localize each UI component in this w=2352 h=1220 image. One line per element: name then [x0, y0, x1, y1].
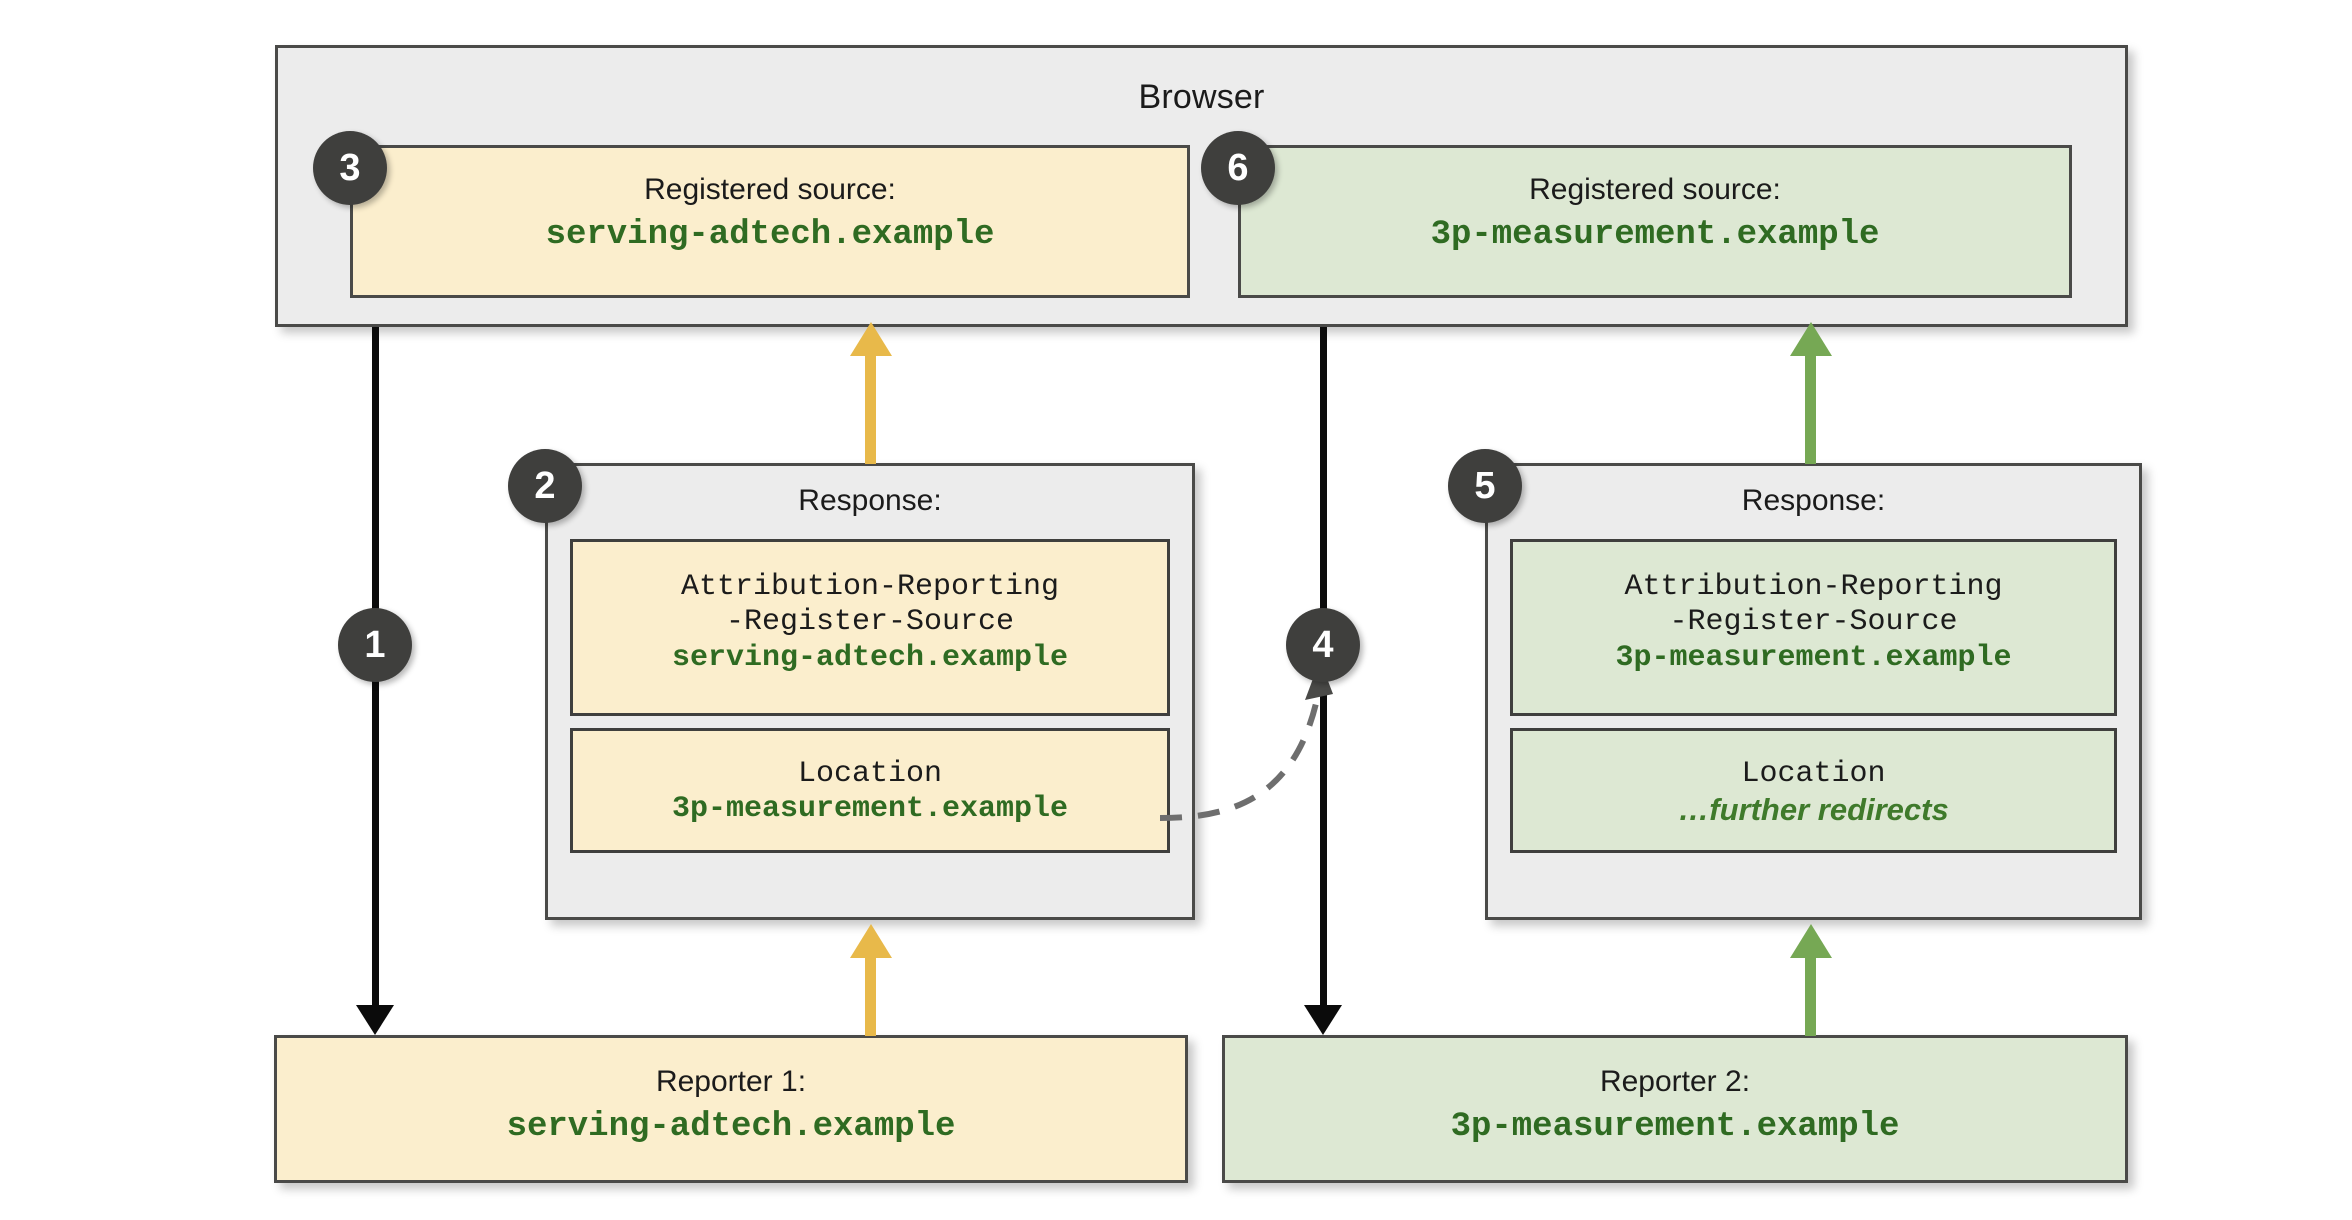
response-right-field-1: Location …further redirects: [1510, 728, 2117, 853]
gold-arrow-upper-shaft: [865, 356, 876, 464]
gold-arrow-lower-shaft: [865, 958, 876, 1036]
reporter-1-box: Reporter 1: serving-adtech.example: [274, 1035, 1188, 1183]
reporter-1-value: serving-adtech.example: [506, 1108, 956, 1147]
response-right-field-1-value: …further redirects: [1678, 792, 1949, 828]
gold-arrow-lower-head: [850, 924, 892, 958]
reporter-2-box: Reporter 2: 3p-measurement.example: [1222, 1035, 2128, 1183]
step-badge-5: 5: [1448, 449, 1522, 523]
response-left-field-0: Attribution-Reporting -Register-Source s…: [570, 539, 1170, 716]
reporter-2-header: Reporter 2:: [1599, 1065, 1751, 1098]
response-right-header: Response:: [1741, 484, 1886, 517]
green-arrow-lower-shaft: [1805, 958, 1816, 1036]
step-badge-1: 1: [338, 608, 412, 682]
response-left-field-0-name-line2: -Register-Source: [725, 605, 1015, 640]
connector-step-1-arrowhead: [356, 1005, 394, 1035]
response-left-field-0-name-line1: Attribution-Reporting: [680, 570, 1060, 604]
response-left-box: Response: Attribution-Reporting -Registe…: [545, 463, 1195, 920]
response-left-field-0-value: serving-adtech.example: [671, 640, 1069, 675]
reporter-1-header: Reporter 1:: [655, 1065, 807, 1098]
registered-source-right-value: 3p-measurement.example: [1430, 216, 1880, 255]
gold-arrow-upper-head: [850, 322, 892, 356]
response-left-header: Response:: [798, 484, 942, 517]
response-right-field-0-name-line2: -Register-Source: [1669, 605, 1958, 640]
registered-source-left-header: Registered source:: [644, 173, 896, 206]
response-left-field-1-name-line1: Location: [797, 757, 943, 791]
green-arrow-lower-head: [1790, 924, 1832, 958]
registered-source-right-box: Registered source: 3p-measurement.exampl…: [1238, 145, 2072, 298]
registered-source-left-value: serving-adtech.example: [545, 216, 995, 255]
green-arrow-upper-head: [1790, 322, 1832, 356]
connector-step-4-arrowhead: [1304, 1005, 1342, 1035]
response-right-field-0-value: 3p-measurement.example: [1615, 640, 2012, 675]
step-badge-6: 6: [1201, 131, 1275, 205]
response-left-field-1-value: 3p-measurement.example: [671, 792, 1069, 827]
registered-source-right-header: Registered source:: [1529, 173, 1781, 206]
response-right-field-0: Attribution-Reporting -Register-Source 3…: [1510, 539, 2117, 716]
browser-title: Browser: [1138, 78, 1265, 116]
response-right-field-1-name-line1: Location: [1741, 757, 1886, 791]
reporter-2-value: 3p-measurement.example: [1450, 1108, 1900, 1147]
response-right-box: Response: Attribution-Reporting -Registe…: [1485, 463, 2142, 920]
green-arrow-upper-shaft: [1805, 356, 1816, 464]
step-badge-4: 4: [1286, 608, 1360, 682]
step-badge-3: 3: [313, 131, 387, 205]
response-left-field-1: Location 3p-measurement.example: [570, 728, 1170, 853]
registered-source-left-box: Registered source: serving-adtech.exampl…: [350, 145, 1190, 298]
response-right-field-0-name-line1: Attribution-Reporting: [1624, 570, 2003, 604]
step-badge-2: 2: [508, 449, 582, 523]
